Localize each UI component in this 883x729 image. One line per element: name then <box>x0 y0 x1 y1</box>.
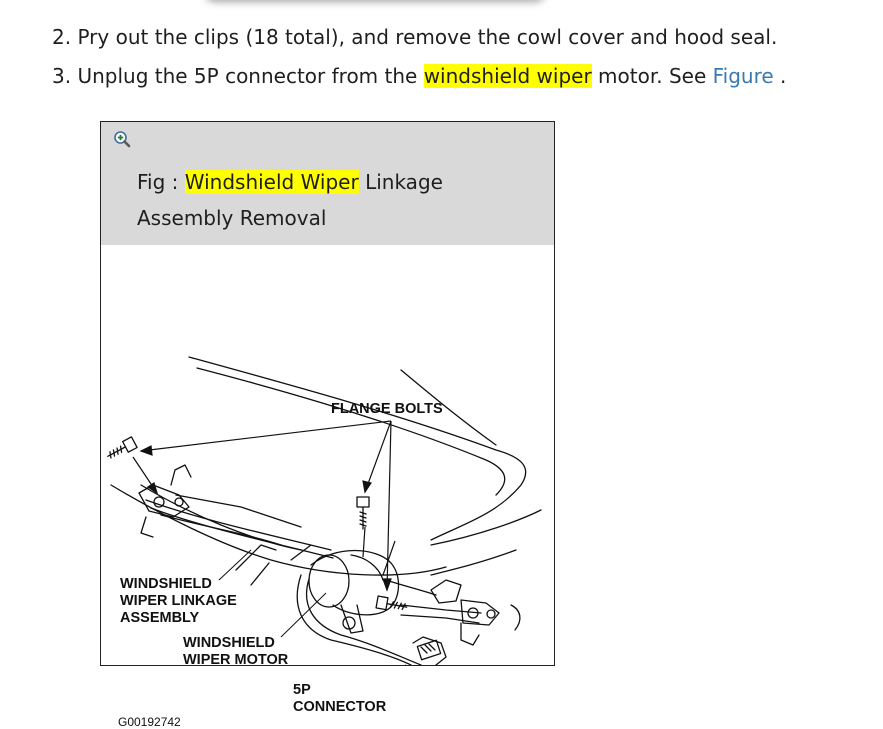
step-text: . <box>773 64 787 88</box>
figure-link[interactable]: Figure <box>712 64 774 88</box>
step-text: Unplug the 5P connector from the <box>77 64 424 88</box>
step-text: motor. See <box>591 64 713 88</box>
label-line: WINDSHIELD <box>183 635 275 651</box>
caption-highlight: Windshield Wiper <box>184 170 359 194</box>
caption-line-2: Assembly Removal <box>137 206 327 230</box>
label-flange-bolts: FLANGE BOLTS <box>331 401 443 417</box>
step-3: 3. Unplug the 5P connector from the wind… <box>52 62 786 90</box>
label-wiper-motor: WINDSHIELD WIPER MOTOR <box>183 635 288 669</box>
step-text: Pry out the clips (18 total), and remove… <box>77 25 778 49</box>
step-number: 3. <box>52 64 72 88</box>
search-highlight: windshield wiper <box>423 64 592 88</box>
label-line: WIPER LINKAGE <box>120 593 237 609</box>
figure-card: Fig : Windshield Wiper Linkage Assembly … <box>100 121 555 729</box>
caption-rest: Linkage <box>358 170 443 194</box>
label-line: 5P <box>293 682 311 698</box>
label-line: WIPER MOTOR <box>183 652 289 668</box>
zoom-in-icon[interactable] <box>113 130 131 148</box>
label-5p-connector: 5P CONNECTOR <box>293 682 386 716</box>
label-line: CONNECTOR <box>293 699 387 715</box>
wiper-linkage-diagram: FLANGE BOLTS WINDSHIELD WIPER LINKAGE AS… <box>101 245 554 729</box>
label-wiper-linkage-assembly: WINDSHIELD WIPER LINKAGE ASSEMBLY <box>120 576 237 627</box>
figure-code: G00192742 <box>118 715 181 729</box>
figure-caption: Fig : Windshield Wiper Linkage Assembly … <box>137 164 443 236</box>
caption-prefix: Fig : <box>137 170 185 194</box>
figure-header: Fig : Windshield Wiper Linkage Assembly … <box>101 122 554 245</box>
label-line: ASSEMBLY <box>120 610 200 626</box>
step-number: 2. <box>52 25 72 49</box>
label-line: WINDSHIELD <box>120 576 212 592</box>
step-2: 2. Pry out the clips (18 total), and rem… <box>52 23 777 51</box>
